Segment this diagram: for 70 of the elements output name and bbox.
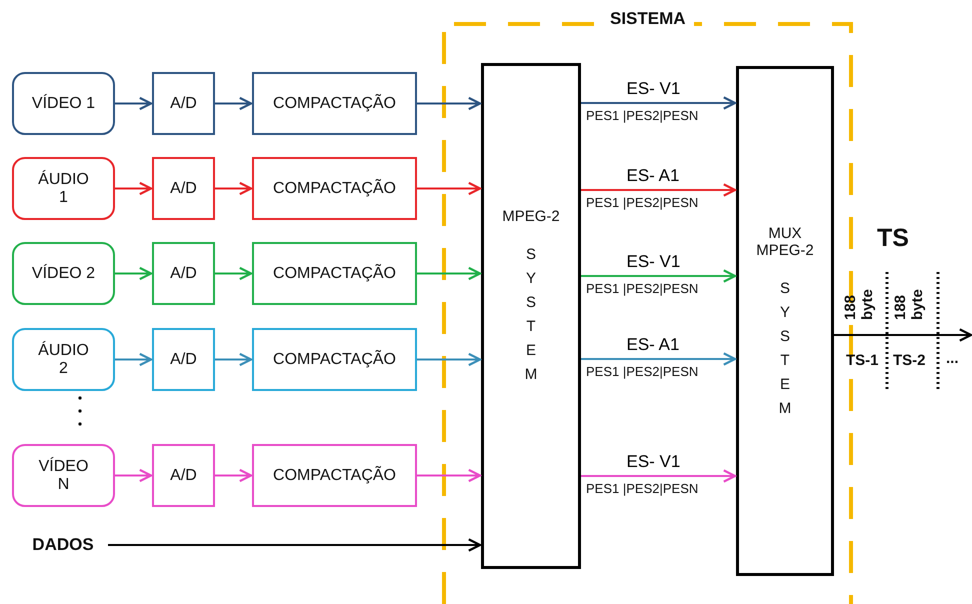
node-label: A/D bbox=[170, 264, 197, 282]
node-label: VÍDEO 1 bbox=[32, 94, 96, 112]
stream-title: TS bbox=[877, 224, 909, 253]
arrow bbox=[581, 469, 736, 483]
arrow bbox=[215, 352, 252, 366]
compression-box bbox=[252, 328, 417, 391]
compression-box bbox=[252, 72, 417, 135]
converter-box bbox=[152, 72, 215, 135]
node-label: VÍDEO 2 bbox=[32, 264, 96, 282]
converter-box bbox=[152, 328, 215, 391]
node-label: A/D bbox=[170, 94, 197, 112]
arrow bbox=[115, 468, 152, 482]
packet-size-label: 188 byte bbox=[892, 288, 926, 320]
vertical-label: SYSTEM bbox=[778, 279, 792, 419]
node-label: MUX MPEG-2 bbox=[755, 225, 815, 259]
arrow bbox=[581, 352, 736, 366]
converter-box bbox=[152, 157, 215, 220]
arrow bbox=[115, 182, 152, 196]
arrow bbox=[215, 96, 252, 110]
node-label: DADOS bbox=[32, 535, 94, 555]
arrow bbox=[215, 266, 252, 280]
node-label: COMPACTAÇÃO bbox=[273, 264, 396, 282]
source-box bbox=[12, 242, 115, 305]
arrow bbox=[417, 468, 482, 482]
source-box bbox=[12, 72, 115, 135]
node-label: A/D bbox=[170, 180, 197, 198]
packet-label: TS-2 bbox=[893, 352, 926, 369]
arrow bbox=[581, 269, 736, 283]
node-label: ÁUDIO 1 bbox=[37, 170, 90, 206]
source-box bbox=[12, 444, 115, 507]
packet-label: PES1 |PES2|PESN bbox=[586, 481, 698, 496]
compression-box bbox=[252, 444, 417, 507]
arrow bbox=[417, 182, 482, 196]
arrow bbox=[115, 266, 152, 280]
packet-label: TS-1 bbox=[846, 352, 879, 369]
node-label: ÁUDIO 2 bbox=[37, 342, 90, 378]
node-label: VÍDEO N bbox=[38, 458, 90, 494]
arrow bbox=[581, 96, 736, 110]
packet-label: PES1 |PES2|PESN bbox=[586, 364, 698, 379]
arrow bbox=[417, 352, 482, 366]
node-label: A/D bbox=[170, 350, 197, 368]
system-block bbox=[481, 63, 581, 569]
arrow bbox=[108, 538, 482, 552]
ellipsis: ... bbox=[946, 350, 959, 367]
packet-size-label: 188 byte bbox=[842, 288, 876, 320]
source-box bbox=[12, 157, 115, 220]
converter-box bbox=[152, 444, 215, 507]
arrow bbox=[834, 328, 972, 342]
converter-box bbox=[152, 242, 215, 305]
packet-label: PES1 |PES2|PESN bbox=[586, 281, 698, 296]
arrow bbox=[215, 182, 252, 196]
node-label: COMPACTAÇÃO bbox=[273, 466, 396, 484]
packet-label: PES1 |PES2|PESN bbox=[586, 108, 698, 123]
arrow bbox=[581, 183, 736, 197]
node-label: COMPACTAÇÃO bbox=[273, 180, 396, 198]
arrow bbox=[417, 96, 482, 110]
arrow bbox=[115, 96, 152, 110]
compression-box bbox=[252, 242, 417, 305]
node-label: A/D bbox=[170, 466, 197, 484]
arrow bbox=[215, 468, 252, 482]
packet-label: PES1 |PES2|PESN bbox=[586, 195, 698, 210]
source-box bbox=[12, 328, 115, 391]
node-label: COMPACTAÇÃO bbox=[273, 350, 396, 368]
node-label: COMPACTAÇÃO bbox=[273, 94, 396, 112]
arrow bbox=[115, 352, 152, 366]
arrow bbox=[417, 266, 482, 280]
node-label: MPEG-2 bbox=[502, 208, 560, 225]
system-block bbox=[736, 66, 834, 576]
vertical-label: SYSTEM bbox=[524, 245, 538, 385]
compression-box bbox=[252, 157, 417, 220]
